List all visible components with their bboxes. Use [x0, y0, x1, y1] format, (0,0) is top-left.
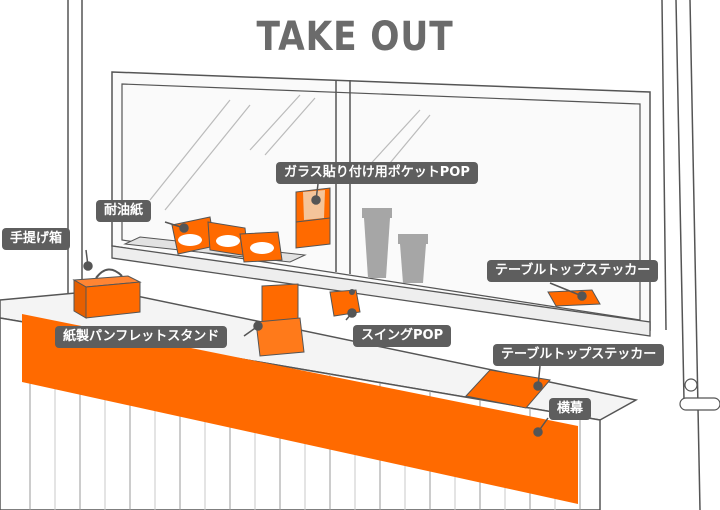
label-oil-paper: 耐油紙	[96, 200, 152, 222]
takeout-sign: TAKE OUT	[256, 14, 454, 60]
pamphlet-stand-item	[255, 283, 305, 357]
label-pocket-pop: ガラス貼り付け用ポケットPOP	[276, 162, 478, 184]
label-table-sticker-counter: テーブルトップステッカー	[493, 344, 665, 366]
label-hand-box: 手提げ箱	[2, 228, 71, 250]
oil-paper-items	[171, 216, 283, 263]
door-handle	[679, 378, 720, 411]
label-banner: 横幕	[549, 398, 592, 420]
building-outline	[67, 0, 701, 510]
hand-box-item	[72, 268, 142, 319]
takeout-cups	[362, 208, 428, 283]
table-sticker-counter	[465, 369, 551, 409]
label-swing-pop: スイングPOP	[353, 325, 452, 347]
table-sticker-small	[547, 289, 601, 307]
banner-item	[22, 314, 578, 504]
leader-lines	[83, 183, 587, 437]
label-table-sticker-top: テーブルトップステッカー	[487, 260, 659, 282]
label-pamphlet-stand: 紙製パンフレットスタンド	[55, 326, 228, 348]
